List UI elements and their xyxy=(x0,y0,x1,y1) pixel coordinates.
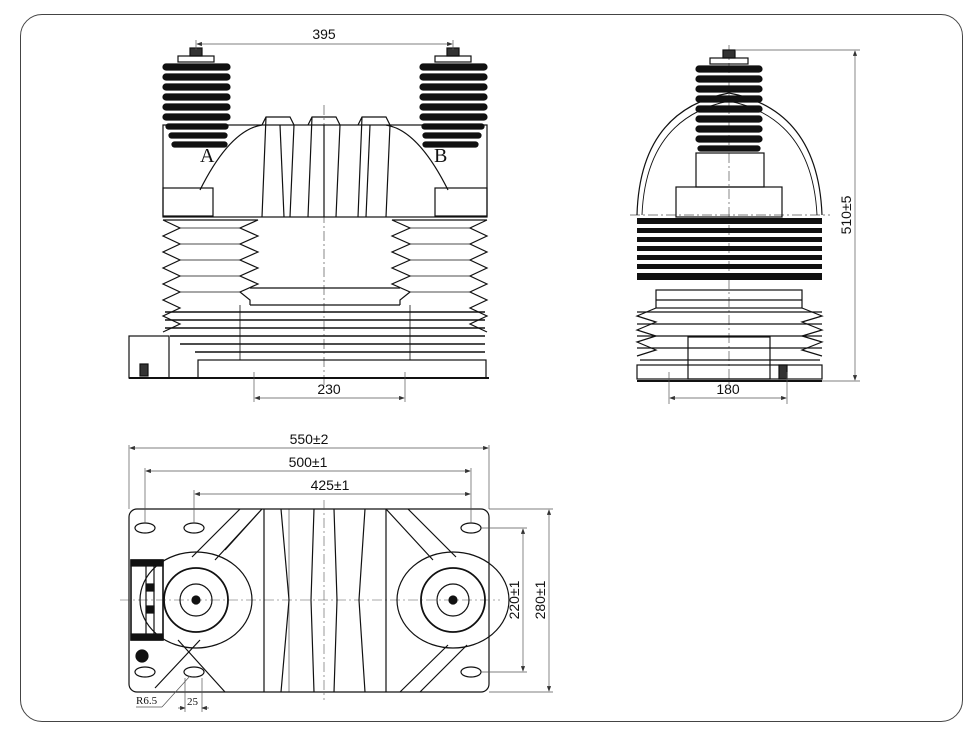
dim-425-label: 425±1 xyxy=(311,477,350,493)
insulator-a xyxy=(162,47,231,148)
side-view xyxy=(630,45,830,385)
dim-500-label: 500±1 xyxy=(289,454,328,470)
dim-base-mount-front xyxy=(253,372,406,402)
dim-slot xyxy=(136,675,209,712)
front-view xyxy=(128,47,489,385)
mounting-slots xyxy=(134,522,482,678)
dim-25-label: 25 xyxy=(187,696,199,708)
right-bellows xyxy=(390,219,489,333)
dim-230-label: 230 xyxy=(317,381,341,397)
dim-hole-spacing-outer xyxy=(144,468,472,523)
dim-r6.5-label: R6.5 xyxy=(136,695,158,707)
dim-hole-spacing-inner xyxy=(193,490,471,523)
dim-220-label: 220±1 xyxy=(506,580,522,619)
terminal-label-a: A xyxy=(200,145,215,167)
dim-terminal-spacing xyxy=(195,40,454,50)
dim-180-label: 180 xyxy=(716,381,740,397)
dim-height xyxy=(735,49,860,382)
insulator-b xyxy=(419,47,488,148)
dim-overall-length xyxy=(128,445,490,509)
dim-hole-spacing-vertical xyxy=(481,527,527,673)
secondary-terminal-box xyxy=(130,559,164,641)
dim-base-mount-side xyxy=(668,372,788,404)
left-bellows xyxy=(161,219,260,333)
drawing-frame xyxy=(20,14,963,722)
side-bellows xyxy=(637,218,822,280)
terminal-label-b: B xyxy=(434,145,447,167)
dim-overall-width xyxy=(489,508,553,693)
dim-280-label: 280±1 xyxy=(532,580,548,619)
dim-395-label: 395 xyxy=(312,26,336,42)
top-view xyxy=(120,500,510,700)
dim-550-label: 550±2 xyxy=(290,431,329,447)
dim-510-label: 510±5 xyxy=(838,195,854,234)
